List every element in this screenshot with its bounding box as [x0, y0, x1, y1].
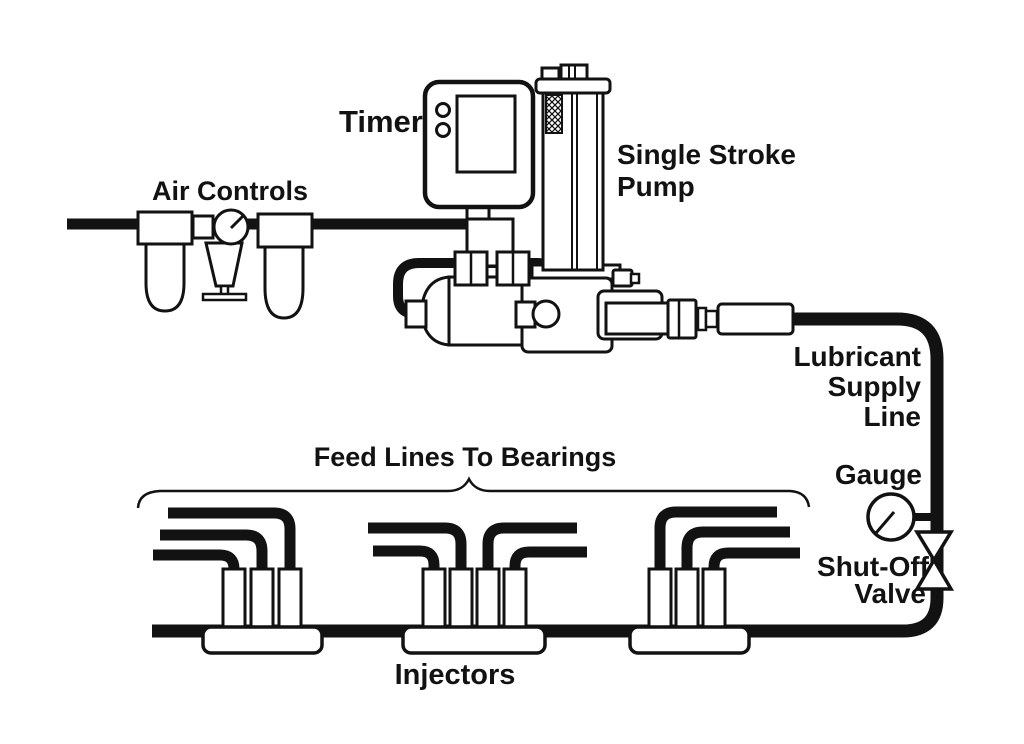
feed-line [708, 547, 800, 574]
tube-fittings [453, 250, 531, 287]
valve-bottom-triangle [913, 556, 955, 591]
feed-line [368, 522, 467, 572]
feed-line [654, 506, 777, 572]
bolt-head [611, 268, 634, 288]
injector-body [647, 567, 673, 631]
injector-body [277, 567, 303, 631]
timer-unit [422, 79, 536, 210]
feed-lines-label: Feed Lines To Bearings [314, 442, 617, 472]
injector-body [674, 567, 700, 631]
regulator-body [204, 241, 244, 288]
air-hose-fitting [404, 299, 428, 329]
supply-line-label-line1: Lubricant [793, 341, 921, 372]
filter-bowl [144, 241, 186, 313]
supply-line-label-line3: Line [863, 401, 921, 432]
filter-unit [136, 210, 194, 313]
injector-body [249, 567, 275, 631]
timer-indicator-top [435, 102, 451, 118]
lubricant-supply-line [152, 312, 944, 638]
inline-filter [716, 302, 795, 336]
coupler-nipple [704, 309, 719, 329]
valve-label-line1: Shut-Off [817, 551, 930, 582]
feed-line [168, 507, 296, 572]
pipe-connector [191, 214, 215, 240]
injectors-label: Injectors [395, 659, 516, 691]
manifold-block [201, 625, 324, 655]
lubricator-unit [256, 212, 314, 320]
pump-reservoir [534, 63, 612, 272]
gauge-needle [874, 511, 896, 534]
lubricator-bowl [263, 245, 305, 320]
feed-line [160, 529, 268, 572]
shut-off-valve [913, 530, 955, 591]
injector-body [701, 567, 727, 631]
supply-line-label-line2: Supply [828, 371, 922, 402]
injector-body [221, 567, 247, 631]
outlet-shaft [604, 301, 670, 336]
timer-label: Timer [339, 104, 423, 139]
air-controls-label: Air Controls [152, 176, 308, 206]
regulator-unit [201, 208, 250, 302]
injector-body [502, 567, 528, 631]
regulator-gauge-needle [229, 214, 245, 230]
gauge-assembly [866, 492, 931, 542]
outlet-fitting [666, 298, 698, 340]
reservoir-seams [571, 92, 598, 270]
manifold-block [401, 625, 547, 655]
lubricator-head [256, 212, 314, 249]
manifold-block [628, 625, 751, 655]
air-hose-boss [531, 299, 561, 329]
injector-body [475, 567, 501, 631]
valve-label-line2: Valve [854, 578, 926, 609]
injector-body [448, 567, 474, 631]
filter-head [136, 210, 194, 246]
feed-line [681, 526, 790, 572]
valve-top-triangle [913, 530, 955, 564]
injector-manifold-1 [153, 507, 324, 655]
reservoir-cap [534, 77, 612, 95]
injector-body [421, 567, 447, 631]
timer-indicator-bottom [435, 122, 451, 138]
pump-label-line1: Single Stroke [617, 139, 796, 170]
pump-outlet [604, 298, 795, 340]
feed-line [482, 522, 577, 572]
pump-label-line2: Pump [617, 171, 695, 202]
fill-cap-detail [568, 66, 576, 79]
regulator-base [201, 292, 248, 302]
injector-manifold-3 [628, 506, 800, 655]
timer-screen [455, 94, 517, 174]
air-controls-unit [136, 208, 314, 320]
feed-line [509, 546, 587, 574]
feed-line [373, 545, 440, 574]
reservoir-sight-strip [545, 94, 563, 134]
feed-lines-brace [136, 476, 811, 509]
gauge-label: Gauge [835, 459, 922, 490]
injector-manifold-2 [368, 522, 587, 655]
bolt-nub [629, 272, 641, 285]
